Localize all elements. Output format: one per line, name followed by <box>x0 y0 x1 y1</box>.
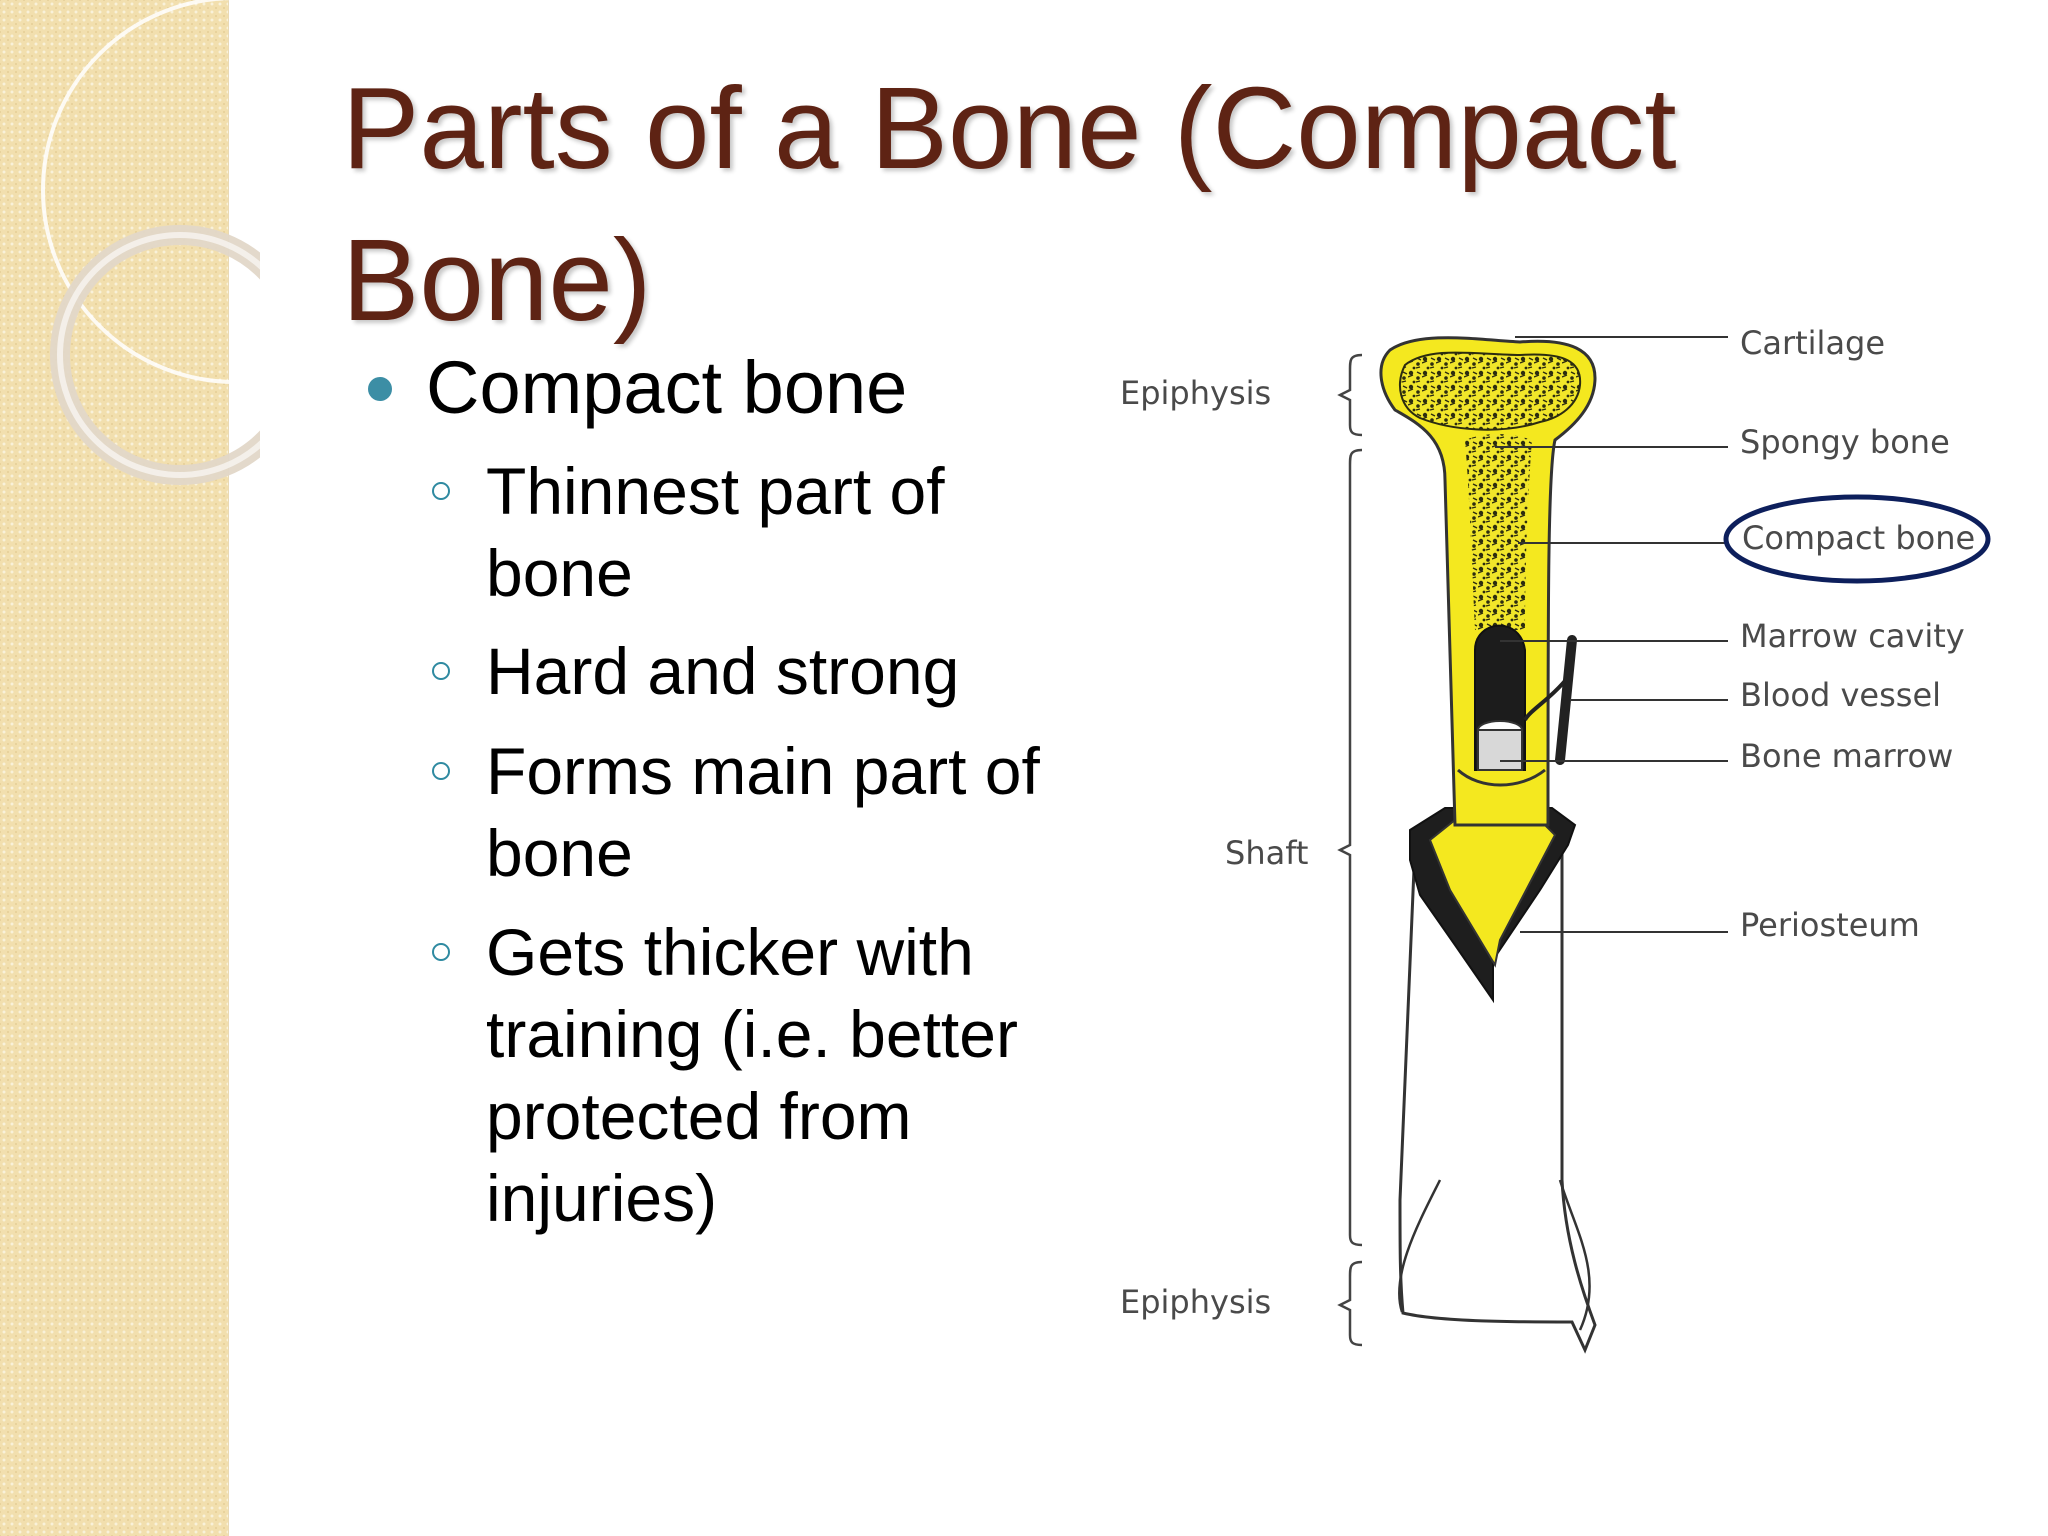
sub-bullet-4-line-2: training (i.e. better <box>486 997 1018 1071</box>
label-epiphysis-bottom: Epiphysis <box>1120 1283 1271 1321</box>
ring-small-highlight <box>57 232 260 478</box>
decorative-rings <box>41 0 260 485</box>
label-periosteum: Periosteum <box>1740 906 1920 944</box>
sub-bullet-circle-icon <box>432 943 450 961</box>
spongy-epiphysis <box>1399 351 1582 431</box>
sub-bullet-circle-icon <box>432 482 450 500</box>
sub-bullet-3: Forms main part of bone <box>486 730 1040 894</box>
sub-bullet-4-line-4: injuries) <box>486 1161 718 1235</box>
sub-bullet-1-line-1: Thinnest part of <box>486 454 945 528</box>
highlight-ring <box>1723 494 1991 584</box>
blood-vessel-branch <box>1523 673 1572 722</box>
bullet-dot-icon <box>368 377 392 401</box>
label-epiphysis-top: Epiphysis <box>1120 374 1271 412</box>
label-spongy-bone: Spongy bone <box>1740 423 1950 461</box>
sub-bullet-4-line-1: Gets thicker with <box>486 915 974 989</box>
bracket-epiphysis-top <box>1337 353 1363 437</box>
slide-title: Parts of a Bone (Compact Bone) <box>342 52 1842 356</box>
sub-bullet-3-line-1: Forms main part of <box>486 734 1040 808</box>
ring-small <box>50 225 260 485</box>
sub-bullet-2: Hard and strong <box>486 630 959 712</box>
label-blood-vessel: Blood vessel <box>1740 676 1941 714</box>
bone-marrow-body <box>1477 729 1523 771</box>
sub-bullet-3-line-2: bone <box>486 816 633 890</box>
bone-diagram: Epiphysis Shaft Epiphysis Cartilage Spon… <box>1120 324 1991 1354</box>
sub-bullet-1: Thinnest part of bone <box>486 450 945 614</box>
sub-bullet-4: Gets thicker with training (i.e. better … <box>486 911 1018 1239</box>
sub-bullet-1-line-2: bone <box>486 536 633 610</box>
bracket-epiphysis-bottom <box>1337 1260 1363 1347</box>
sub-bullet-circle-icon <box>432 762 450 780</box>
sub-bullet-4-line-3: protected from <box>486 1079 912 1153</box>
main-bullet-text: Compact bone <box>426 346 908 429</box>
blood-vessel <box>1555 635 1577 765</box>
label-bone-marrow: Bone marrow <box>1740 737 1953 775</box>
label-compact-bone: Compact bone <box>1742 519 1975 557</box>
bracket-shaft <box>1337 448 1363 1247</box>
sub-bullet-circle-icon <box>432 662 450 680</box>
lower-epiphysis-outline <box>1398 1179 1591 1331</box>
label-marrow-cavity: Marrow cavity <box>1740 617 1965 655</box>
spongy-shaft <box>1465 434 1532 630</box>
sub-bullet-2-line-1: Hard and strong <box>486 634 960 708</box>
label-cartilage: Cartilage <box>1740 324 1885 362</box>
label-shaft: Shaft <box>1225 834 1308 872</box>
marrow-base-curve <box>1456 768 1546 787</box>
lower-bone-outline <box>1398 843 1597 1354</box>
title-line-1: Parts of a Bone (Compact <box>342 63 1677 193</box>
title-line-2: Bone) <box>342 215 652 345</box>
ring-large <box>41 0 260 384</box>
